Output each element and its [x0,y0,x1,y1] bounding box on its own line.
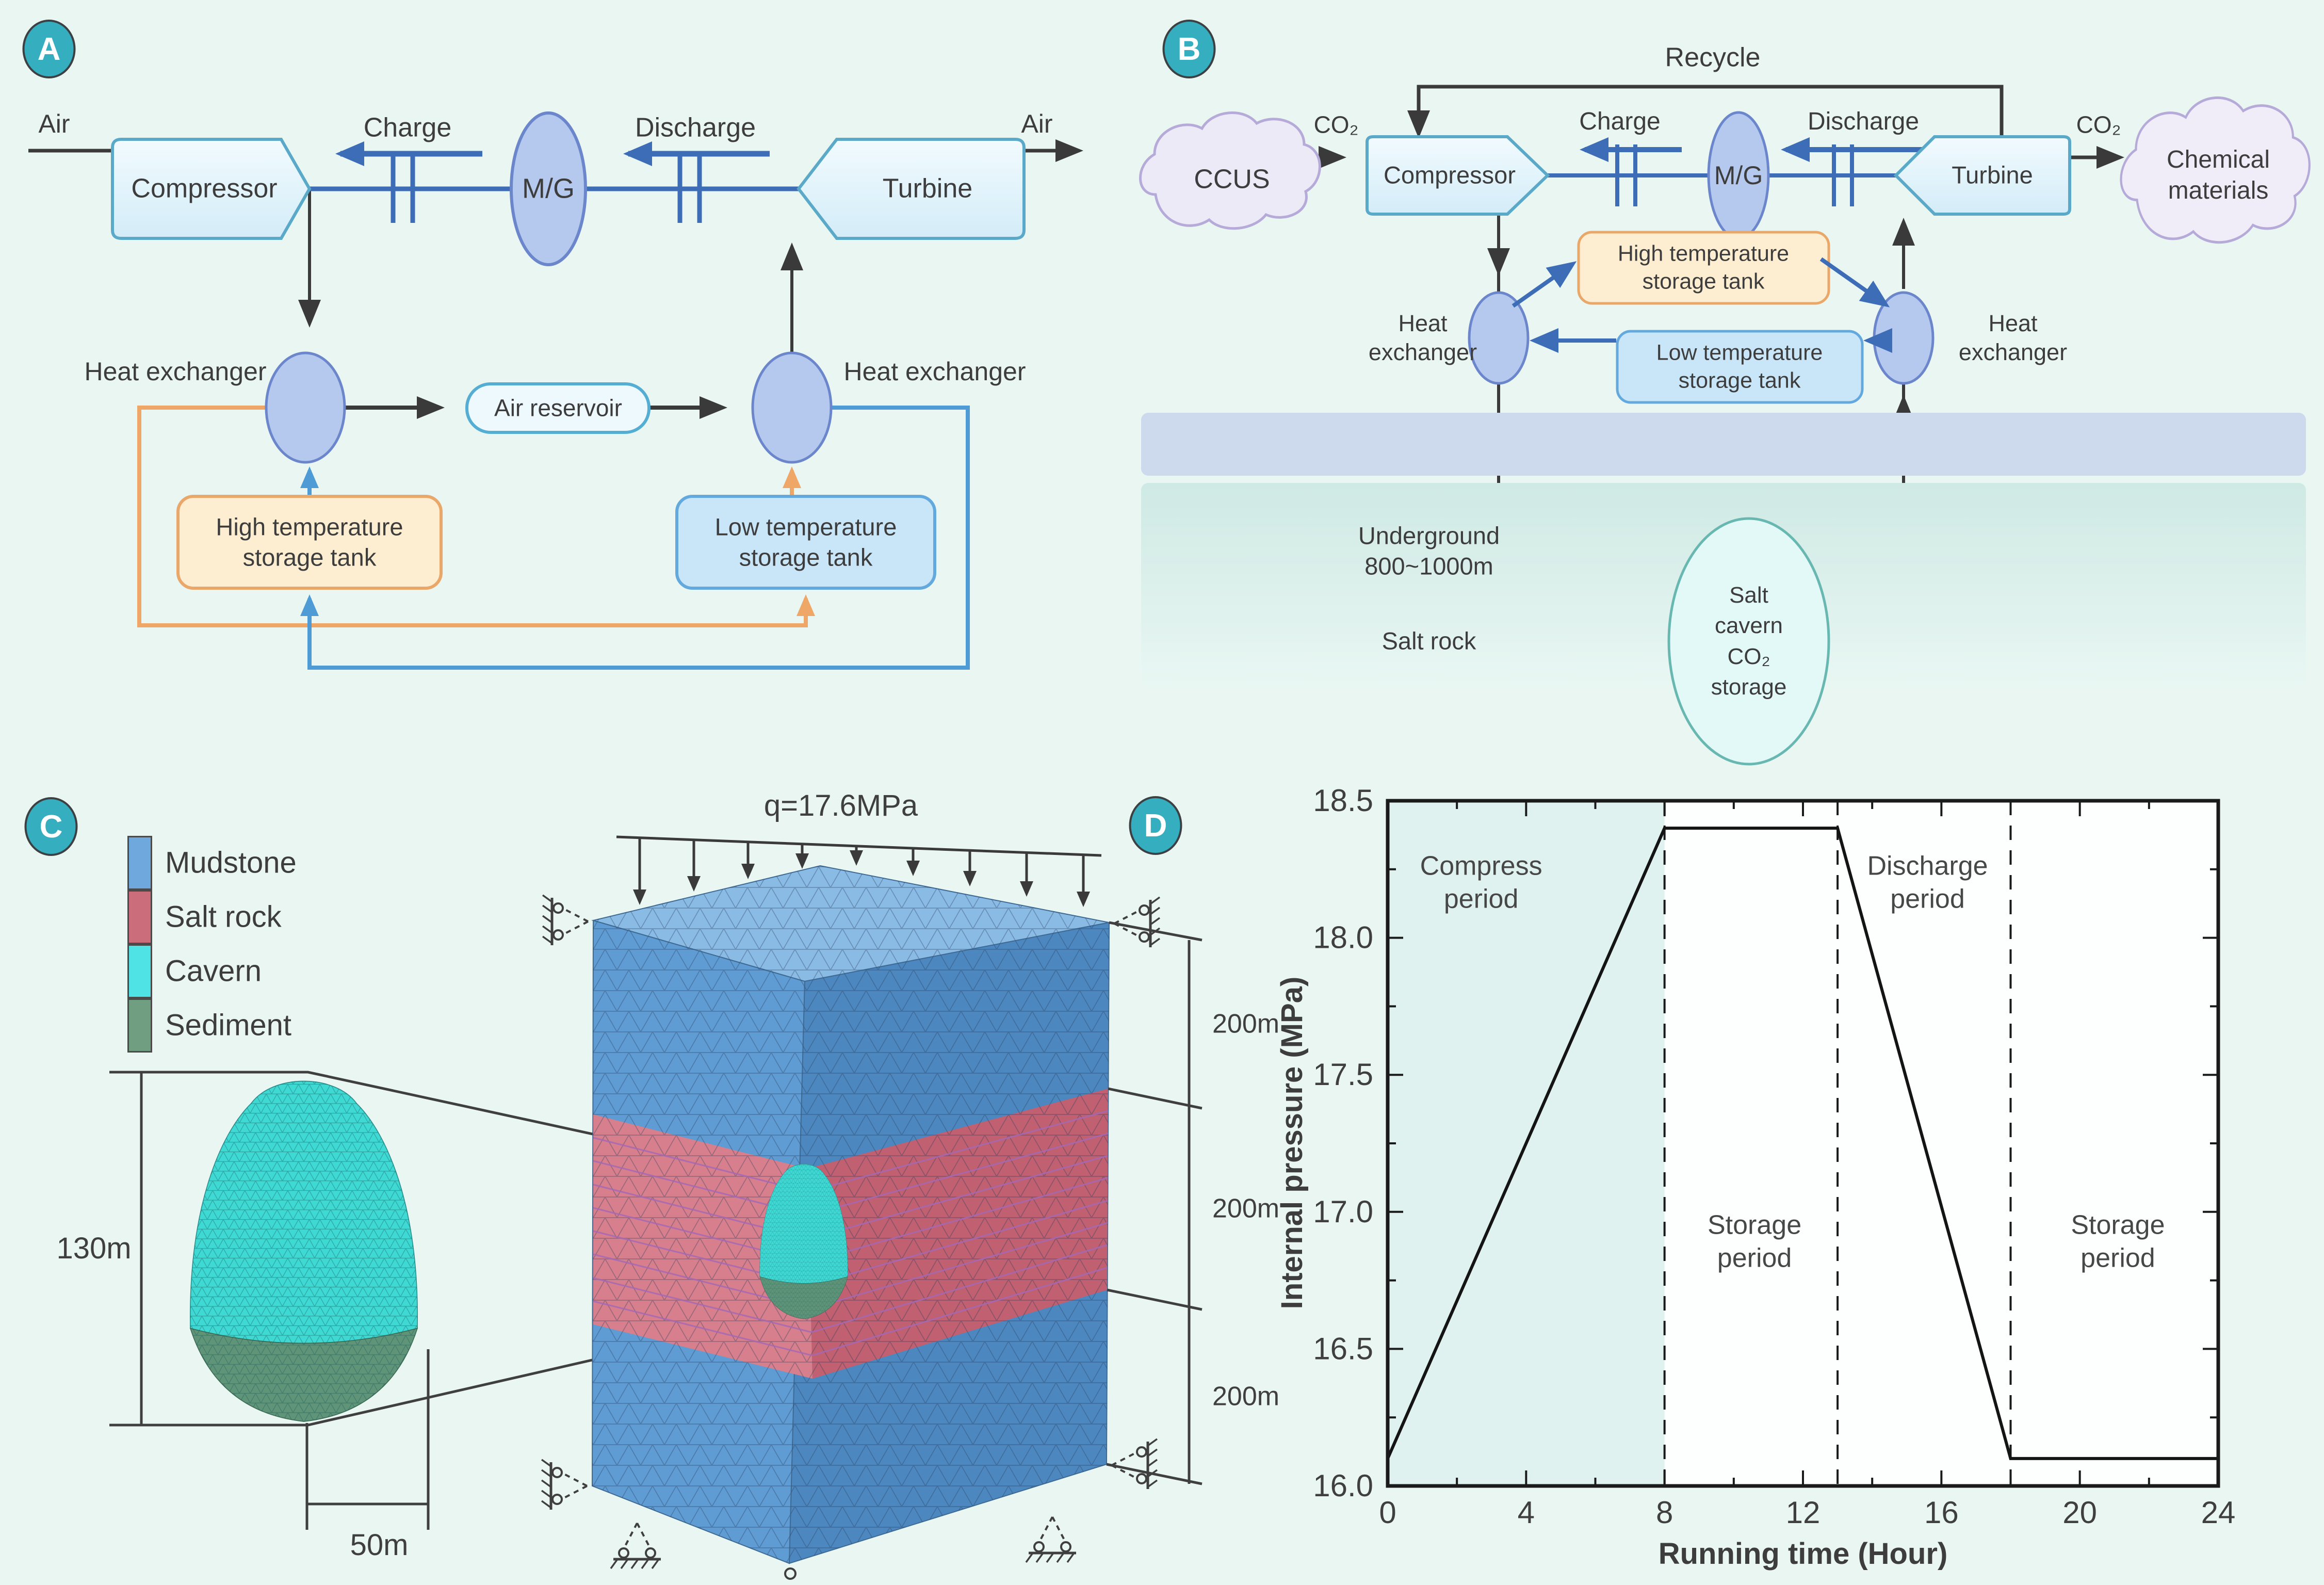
height-dim-label: 130m [56,1231,132,1265]
layer-dim-top-label: 200m [1212,1009,1280,1039]
ccus-label: CCUS [1194,164,1270,195]
badge-d: D [1129,796,1182,855]
discharge-b-label: Discharge [1807,108,1920,135]
chemical-materials-label: Chemical materials [2166,146,2270,204]
y-tick-label: 17.5 [1313,1057,1373,1092]
salt-cavern-label: Salt cavern CO₂ storage [1711,583,1787,700]
charge-b-label: Charge [1579,108,1661,135]
y-tick-label: 17.0 [1313,1194,1373,1229]
legend-label-cavern: Cavern [165,954,262,988]
salt-layer-lines [593,1110,1109,1356]
low-tank-label: Low temperature storage tank [714,513,897,571]
heat-exchanger-right-shape [751,351,833,464]
compressor-label: Compressor [131,173,278,204]
heat-exchanger-left-label: Heat exchanger [84,357,267,386]
high-tank-label: High temperature storage tank [216,513,403,571]
y-axis-title: Internal pressure (MPa) [1275,976,1309,1309]
x-tick-label: 20 [2062,1495,2097,1530]
ground-strip [1141,413,2306,476]
low-tank-b-label: Low temperature storage tank [1656,340,1823,393]
co2-in-label: CO₂ [1313,111,1359,138]
compressor-b-label: Compressor [1384,161,1516,189]
layer-ruler [1106,921,1202,1485]
x-tick-label: 0 [1379,1495,1396,1530]
badge-c: C [24,797,78,856]
badge-b: B [1162,20,1216,78]
y-tick-label: 16.0 [1313,1468,1373,1503]
legend-label-saltrock: Salt rock [165,900,282,934]
cavern-zoomed-shape [189,1080,418,1422]
pressure-series-line [1386,827,2218,1460]
load-arrows [616,835,1102,907]
plot-border [1386,799,2220,1488]
motor-generator-label: M/G [522,173,575,204]
x-tick-label: 4 [1518,1495,1535,1530]
heat-exchanger-left-shape [265,351,346,464]
air-reservoir-label: Air reservoir [494,394,622,422]
turbine-b-label: Turbine [1952,161,2033,189]
legend-label-sediment: Sediment [165,1008,292,1042]
legend-swatch-sediment [127,998,152,1053]
heat-exchanger-b-right-label: Heat exchanger [1958,310,2068,365]
underground-label: Underground 800~1000m [1358,522,1500,579]
x-tick-label: 24 [2201,1495,2236,1530]
x-tick-label: 8 [1656,1495,1673,1530]
right-well-line [1830,330,1905,643]
load-label: q=17.6MPa [763,788,918,822]
panel-c-model [109,835,1202,1580]
charge-label: Charge [363,112,452,143]
motor-generator-b-label: M/G [1714,160,1763,190]
legend-swatch-cavern [127,944,152,998]
legend-swatch-saltrock [127,890,152,944]
y-tick-label: 16.5 [1313,1331,1373,1366]
legend-swatch-mudstone [127,836,152,890]
salt-rock-label: Salt rock [1382,627,1476,655]
co2-out-label: CO₂ [2076,111,2121,138]
y-tick-label: 18.0 [1313,920,1373,955]
width-dim-label: 50m [350,1528,409,1562]
layer-dim-mid-label: 200m [1212,1193,1280,1224]
cavern-in-block-shape [759,1163,848,1319]
plot-area [1388,801,2218,1486]
layer-dim-bottom-label: 200m [1212,1381,1280,1412]
x-tick-label: 16 [1924,1495,1959,1530]
x-axis-title: Running time (Hour) [1658,1537,1948,1571]
fem-block [591,865,1110,1580]
heat-exchanger-b-right-shape [1873,291,1935,385]
air-in-label: Air [38,109,70,138]
badge-a: A [22,20,76,78]
high-tank-b-label: High temperature storage tank [1617,241,1790,294]
air-out-label: Air [1021,109,1053,138]
heat-exchanger-right-label: Heat exchanger [843,357,1026,386]
discharge-label: Discharge [635,112,756,143]
y-tick-label: 18.5 [1313,783,1373,818]
legend-label-mudstone: Mudstone [165,846,297,880]
recycle-label: Recycle [1665,42,1761,73]
heat-exchanger-b-left-label: Heat exchanger [1368,310,1477,365]
x-tick-label: 12 [1786,1495,1821,1530]
compress-shaded-region [1388,801,1665,1486]
turbine-label: Turbine [882,173,973,204]
